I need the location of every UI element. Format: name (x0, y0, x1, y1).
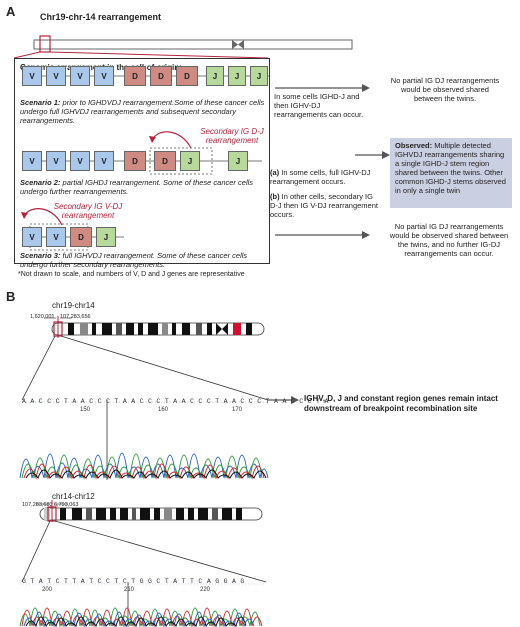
observed-tag: Observed: (395, 141, 433, 150)
vdj-dashed-box (29, 223, 89, 251)
zoom-line-right (49, 51, 269, 59)
seq1-tick: 160 (158, 407, 169, 413)
middle-2a-desc: In some cells, full IGHV-DJ rearrangemen… (270, 168, 371, 186)
tag-a: (a) (270, 168, 280, 177)
right-text-3: No partial IG DJ rearrangements would be… (389, 222, 509, 258)
scenario2-desc: partial IGHDJ rearrangement. Some of the… (20, 178, 254, 196)
seq1-tick: 150 (80, 407, 91, 413)
secondary-vdj-label: Secondary IG V-DJ rearrangement (53, 202, 123, 220)
sequence-1: A A C C C T A A C C C T A A C C C T A A … (22, 398, 329, 405)
gene-j: J (96, 227, 116, 247)
gene-v: V (46, 151, 66, 171)
seq2-tick: 200 (42, 587, 53, 593)
gene-j: J (206, 66, 224, 86)
gene-j: J (228, 151, 248, 171)
middle-text-2a: (a) In some cells, full IGHV-DJ rearrang… (270, 168, 380, 186)
gene-j: J (180, 151, 200, 171)
scenario3-name: Scenario 3: (20, 251, 61, 260)
trace2 (19, 607, 263, 627)
seq1-tick: 170 (232, 407, 243, 413)
scenario1-desc: prior to IGHDVDJ rearrangement.Some of t… (20, 98, 265, 125)
scenario2-text: Scenario 2: partial IGHDJ rearrangement.… (20, 178, 268, 196)
arrow-note-text: IGHV, D, J and constant region genes rem… (304, 394, 498, 413)
sequence-2: G T A T C T T A T C C T C T G G C T A T … (22, 578, 245, 585)
chr1-title: chr19-chr14 (52, 301, 95, 310)
chr2-title: chr14-chr12 (52, 492, 95, 501)
gene-v: V (22, 66, 42, 86)
chromosome-title: Chr19-chr-14 rearrangement (40, 12, 162, 22)
scenario-box (14, 58, 270, 264)
chr1-pos-left: 1,620,001 (30, 314, 55, 320)
gene-v: V (94, 66, 114, 86)
tag-b: (b) (270, 192, 280, 201)
gene-d: D (124, 151, 146, 171)
right-text-1: No partial IG DJ rearrangements would be… (390, 76, 500, 103)
scenario3-text: Scenario 3: full IGHVDJ rearrangement. S… (20, 251, 268, 269)
centromere (232, 40, 244, 49)
panel-b-label: B (6, 289, 16, 304)
chromosome-bar (33, 39, 353, 50)
seq2-tick: 210 (124, 587, 135, 593)
gene-v: V (70, 151, 90, 171)
gene-j: J (250, 66, 268, 86)
observed-desc: Multiple detected IGHVDJ rearrangements … (395, 141, 506, 195)
scenario1-name: Scenario 1: (20, 98, 61, 107)
ig-locus-highlight (39, 35, 51, 53)
secondary-dj-label: Secondary IG D-J rearrangement (200, 127, 264, 145)
scenario1-text: Scenario 1: prior to IGHDVDJ rearrangeme… (20, 98, 268, 125)
panel-b-graphics (19, 316, 299, 627)
gene-v: V (94, 151, 114, 171)
middle-2b-desc: In other cells, secondary IG D-J then IG… (270, 192, 378, 219)
gene-d: D (176, 66, 198, 86)
gene-d: D (70, 227, 92, 247)
footnote: *Not drawn to scale, and numbers of V, D… (18, 271, 245, 278)
middle-text-2b: (b) In other cells, secondary IG D-J the… (270, 192, 380, 219)
chr2-pos-right: 6,793,063 (54, 502, 79, 508)
middle-text-1: In some cells IGHD-J and then IGHV-DJ re… (274, 92, 364, 119)
gene-j: J (228, 66, 246, 86)
gene-d: D (124, 66, 146, 86)
scenario2-name: Scenario 2: (20, 178, 61, 187)
gene-d: D (154, 151, 176, 171)
gene-d: D (150, 66, 172, 86)
zoom-line-left (13, 51, 41, 59)
scenario3-desc: full IGHVDJ rearrangement. Some of these… (20, 251, 248, 269)
gene-v: V (46, 66, 66, 86)
seq2-tick: 220 (200, 587, 211, 593)
gene-v: V (70, 66, 90, 86)
chr2-ideogram (39, 506, 263, 522)
gene-v: V (22, 227, 42, 247)
gene-v: V (22, 151, 42, 171)
observed-box: Observed: Multiple detected IGHVDJ rearr… (390, 138, 512, 208)
trace1 (19, 452, 269, 480)
chr1-ideogram (51, 321, 265, 337)
panel-a-label: A (6, 4, 16, 19)
chr2-pos-left: 107,283,683 (22, 502, 53, 508)
gene-v: V (46, 227, 66, 247)
chr1-pos-right: 107,283,656 (60, 314, 91, 320)
